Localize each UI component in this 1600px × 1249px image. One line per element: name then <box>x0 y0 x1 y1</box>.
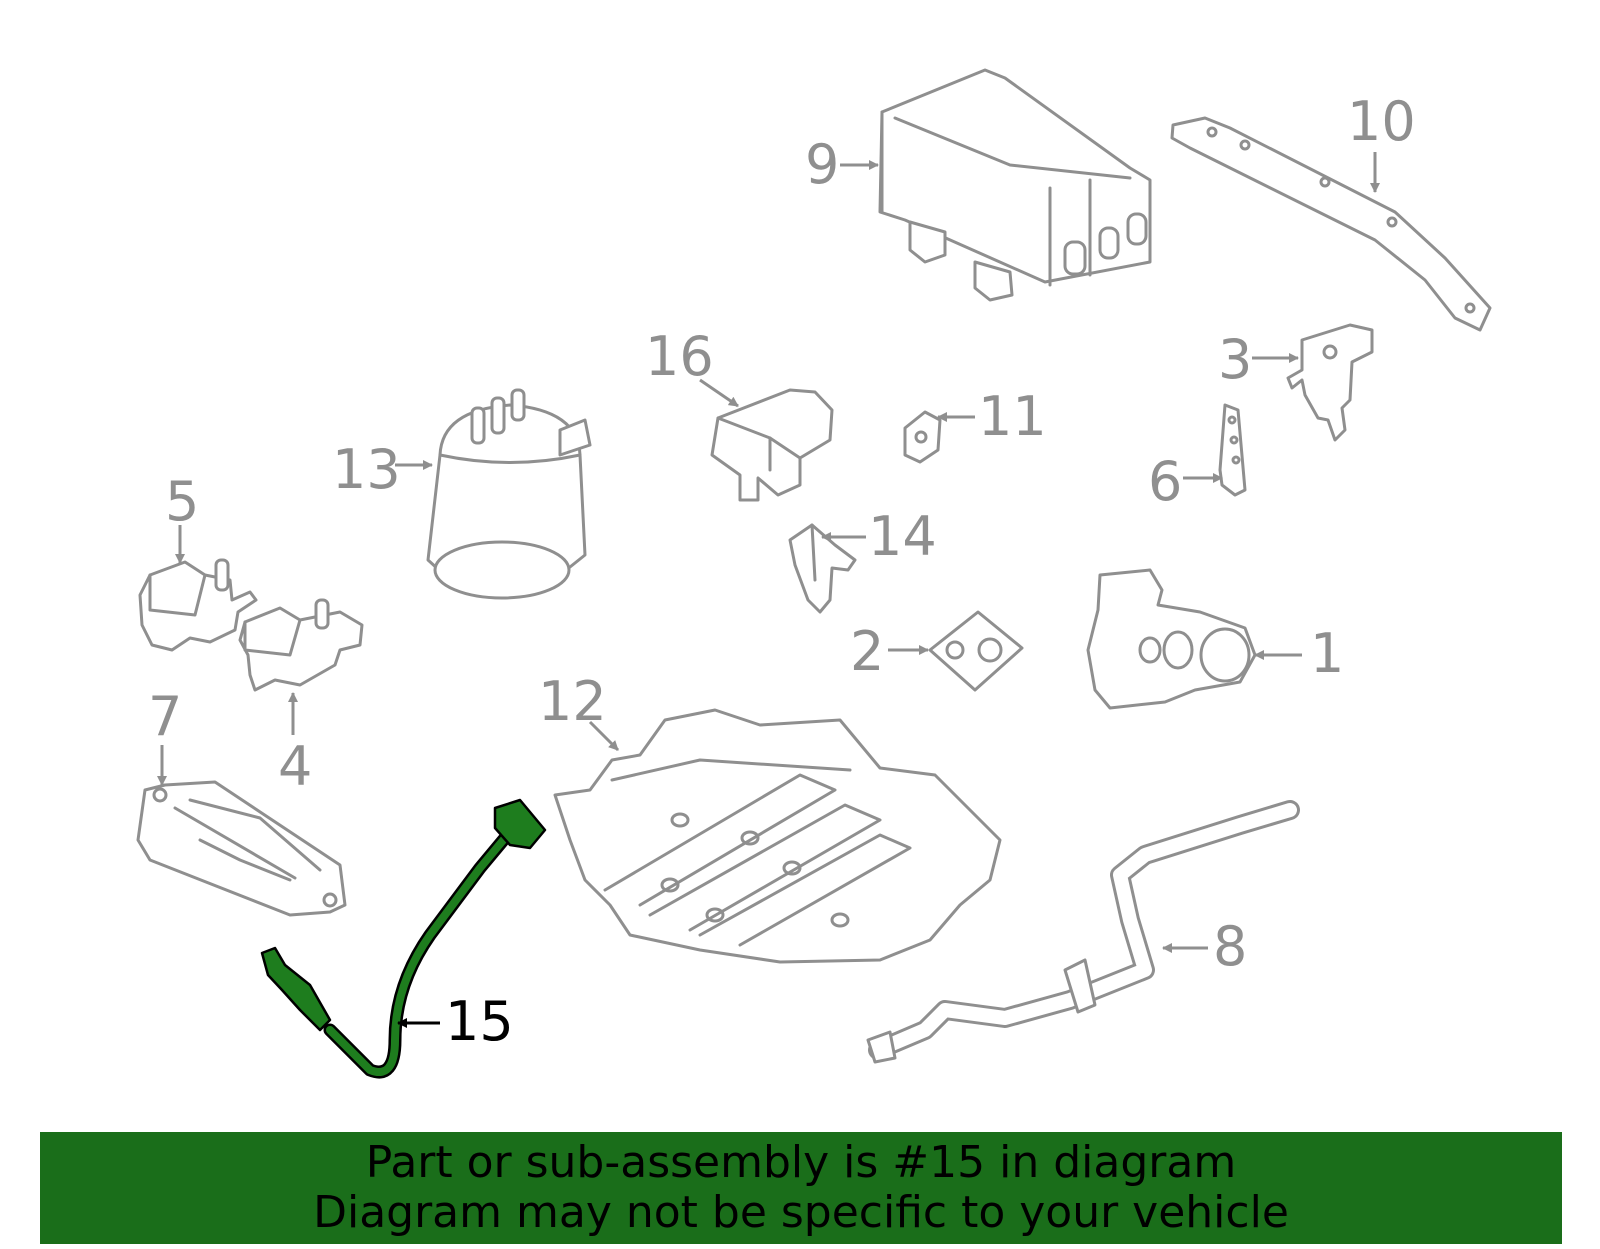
part-13-filter[interactable] <box>426 388 592 600</box>
callout-number-12: 12 <box>538 670 607 733</box>
part-11-clip[interactable] <box>903 410 942 464</box>
label-1: 1 <box>1254 622 1344 685</box>
callout-number-10: 10 <box>1347 90 1416 153</box>
callout-number-1: 1 <box>1310 622 1344 685</box>
label-14: 14 <box>821 505 937 568</box>
label-7: 7 <box>148 685 182 786</box>
label-8: 8 <box>1162 915 1247 978</box>
part-3-sensor[interactable] <box>1286 323 1374 442</box>
label-15: 15 <box>397 990 514 1053</box>
label-11: 11 <box>937 385 1047 448</box>
label-9: 9 <box>805 133 879 196</box>
label-10: 10 <box>1347 90 1416 193</box>
part-8-pipe[interactable] <box>866 800 1300 1064</box>
label-4: 4 <box>278 692 312 798</box>
info-banner: Part or sub-assembly is #15 in diagram D… <box>40 1132 1562 1244</box>
part-6-bracket[interactable] <box>1218 403 1247 497</box>
callout-number-13: 13 <box>332 438 401 501</box>
banner-line-part: Part or sub-assembly is #15 in diagram <box>365 1137 1237 1188</box>
callout-number-6: 6 <box>1148 450 1182 513</box>
parts-diagram: 9 10 16 11 3 <box>136 68 1492 1079</box>
callout-number-14: 14 <box>868 505 937 568</box>
part-12-skid-plate[interactable] <box>553 708 1002 964</box>
label-6: 6 <box>1148 450 1223 513</box>
part-1-flange[interactable] <box>1086 568 1257 710</box>
label-5: 5 <box>165 470 199 564</box>
part-2-gasket[interactable] <box>928 610 1024 692</box>
part-9-canister[interactable] <box>878 68 1152 302</box>
part-5-valve[interactable] <box>138 558 258 652</box>
part-7-shield[interactable] <box>136 780 347 917</box>
callout-number-4: 4 <box>278 735 312 798</box>
label-12: 12 <box>538 670 620 752</box>
callout-number-11: 11 <box>978 385 1047 448</box>
part-10-bracket[interactable] <box>1170 116 1492 332</box>
part-15-oxygen-sensor[interactable] <box>260 798 547 1079</box>
callout-number-15: 15 <box>445 990 514 1053</box>
callout-number-7: 7 <box>148 685 182 748</box>
label-2: 2 <box>850 620 929 683</box>
banner-line-disclaimer: Diagram may not be specific to your vehi… <box>313 1187 1289 1238</box>
part-16-bracket[interactable] <box>710 388 834 502</box>
label-3: 3 <box>1218 328 1299 391</box>
callout-number-8: 8 <box>1213 915 1247 978</box>
part-4-valve[interactable] <box>238 598 364 692</box>
callout-number-9: 9 <box>805 133 839 196</box>
label-16: 16 <box>645 325 739 408</box>
label-13: 13 <box>332 438 433 501</box>
callout-number-5: 5 <box>165 470 199 533</box>
callout-number-2: 2 <box>850 620 884 683</box>
callout-number-3: 3 <box>1218 328 1252 391</box>
callout-number-16: 16 <box>645 325 714 388</box>
